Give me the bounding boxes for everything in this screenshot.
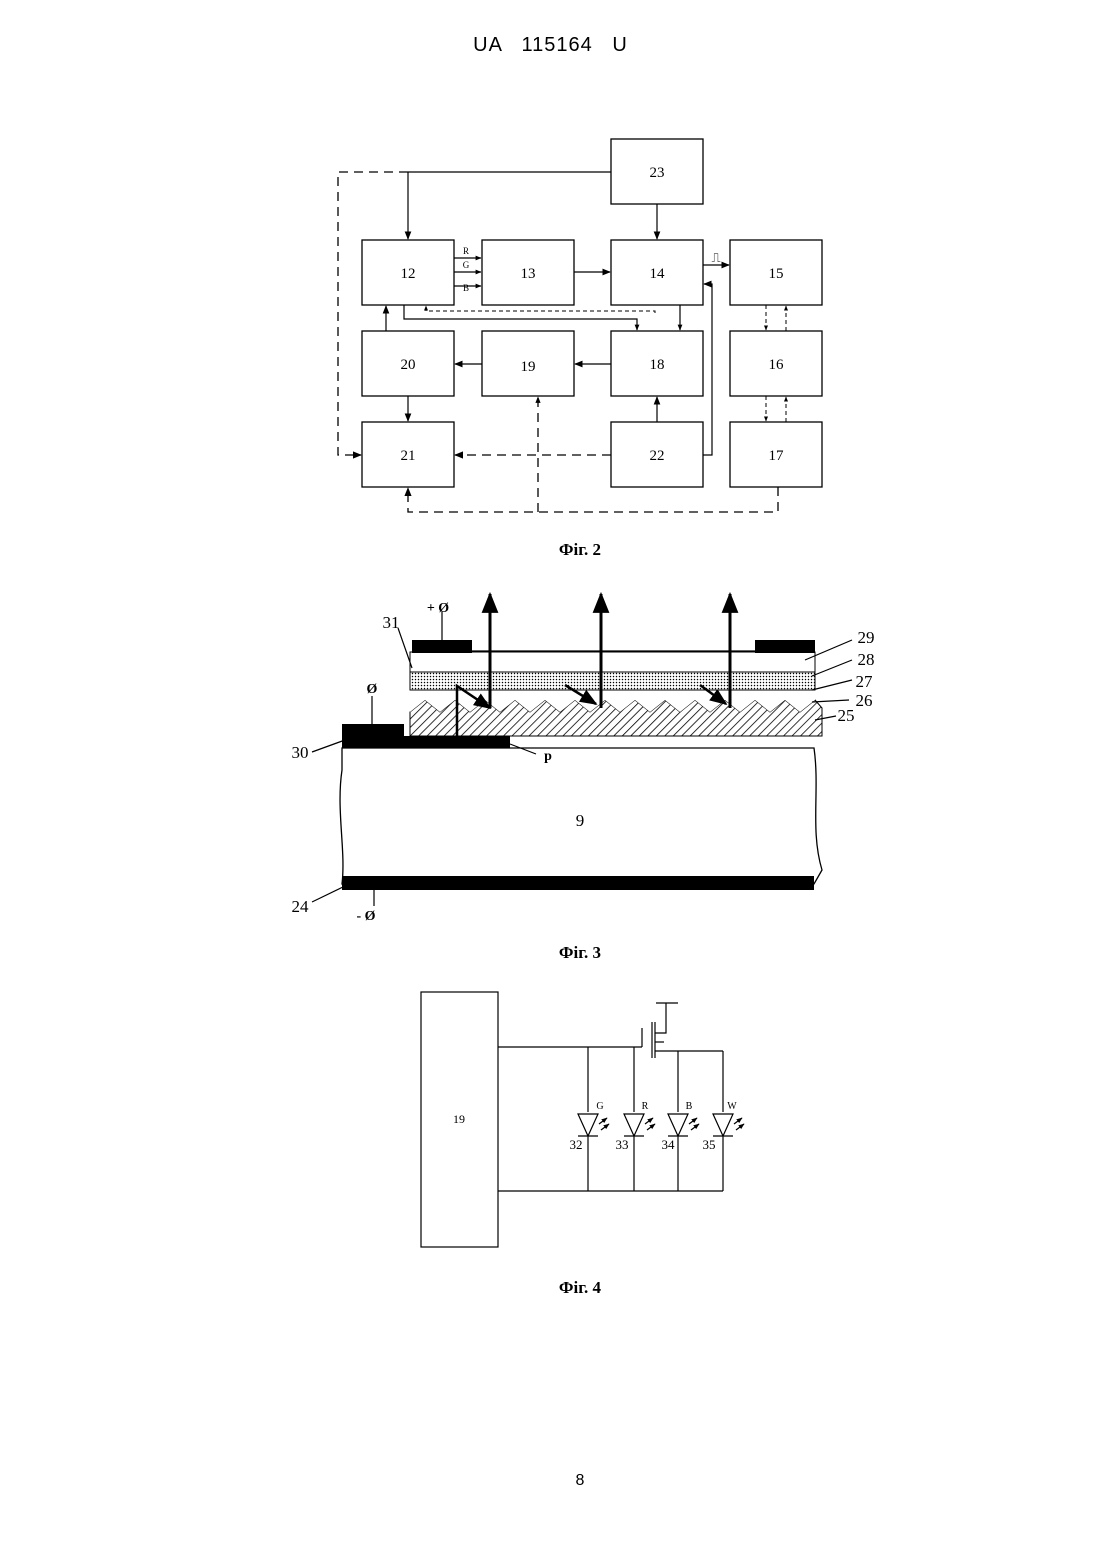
terminal-minus: - Ø [356, 909, 375, 924]
block-23: 23 [611, 139, 703, 204]
label-27: 27 [856, 672, 874, 691]
figure-3-cross-section: 9 24 25 26 27 28 29 30 31 p + Ø Ø - Ø [292, 594, 875, 924]
figure-2-caption: Фіг. 2 [0, 540, 1101, 560]
block-17: 17 [730, 422, 822, 487]
block-15: 15 [730, 240, 822, 305]
led-35 [713, 1114, 744, 1136]
connections-solid [386, 172, 729, 455]
block-16: 16 [730, 331, 822, 396]
block-label: 15 [769, 266, 784, 282]
transistor-symbol [642, 1003, 678, 1058]
led-32-color: G [596, 1101, 603, 1112]
label-p: p [544, 749, 552, 764]
page-number: 8 [0, 1472, 1101, 1490]
led-34-ref: 34 [662, 1137, 676, 1152]
layer-28 [410, 652, 815, 672]
figure-3-caption: Фіг. 3 [0, 943, 1101, 963]
figure-4-caption: Фіг. 4 [0, 1278, 1101, 1298]
block-14: 14 [611, 240, 703, 305]
p-layer [400, 736, 510, 748]
block-label: 12 [401, 266, 416, 282]
block-12: 12 [362, 240, 454, 305]
led-33-ref: 33 [616, 1137, 629, 1152]
led-32-ref: 32 [570, 1137, 583, 1152]
pulse-symbol: ⎍ [711, 250, 720, 265]
label-25: 25 [838, 706, 855, 725]
block-label: 21 [401, 448, 416, 464]
bottom-contact-24 [342, 876, 814, 890]
label-30: 30 [292, 743, 309, 762]
block-label: 13 [521, 266, 536, 282]
block-label: 20 [401, 357, 416, 373]
led-35-color: W [727, 1101, 737, 1112]
block-label: 23 [650, 165, 665, 181]
block-label: 19 [521, 359, 536, 375]
signal-label-g: G [463, 260, 470, 270]
terminal-plus: + Ø [427, 601, 449, 616]
led-34-color: B [686, 1101, 693, 1112]
signal-label-r: R [463, 246, 469, 256]
block-label: 17 [769, 448, 785, 464]
block-21: 21 [362, 422, 454, 487]
top-contact-left [412, 640, 472, 653]
block-20: 20 [362, 331, 454, 396]
led-33 [624, 1114, 655, 1136]
signal-label-b: B [463, 283, 469, 293]
label-24: 24 [292, 897, 310, 916]
block-label: 22 [650, 448, 665, 464]
label-31: 31 [383, 613, 400, 632]
block-19: 19 [482, 331, 574, 396]
led-34 [668, 1114, 699, 1136]
layer-27 [410, 672, 815, 690]
label-28: 28 [858, 650, 875, 669]
block-18: 18 [611, 331, 703, 396]
block-22: 22 [611, 422, 703, 487]
terminal-ground: Ø [367, 682, 378, 697]
label-9: 9 [576, 811, 585, 830]
top-contact-right [755, 640, 815, 653]
block-label: 16 [769, 357, 785, 373]
led-35-ref: 35 [703, 1137, 716, 1152]
led-33-color: R [642, 1101, 649, 1112]
figure-4-led-driver: 19 G R B W 32 33 34 3 [421, 992, 744, 1247]
controller-label: 19 [453, 1112, 465, 1126]
label-29: 29 [858, 628, 875, 647]
led-32 [578, 1114, 609, 1136]
block-label: 14 [650, 266, 666, 282]
block-label: 18 [650, 357, 665, 373]
label-26: 26 [856, 691, 873, 710]
contact-30 [342, 724, 404, 748]
block-13: 13 [482, 240, 574, 305]
